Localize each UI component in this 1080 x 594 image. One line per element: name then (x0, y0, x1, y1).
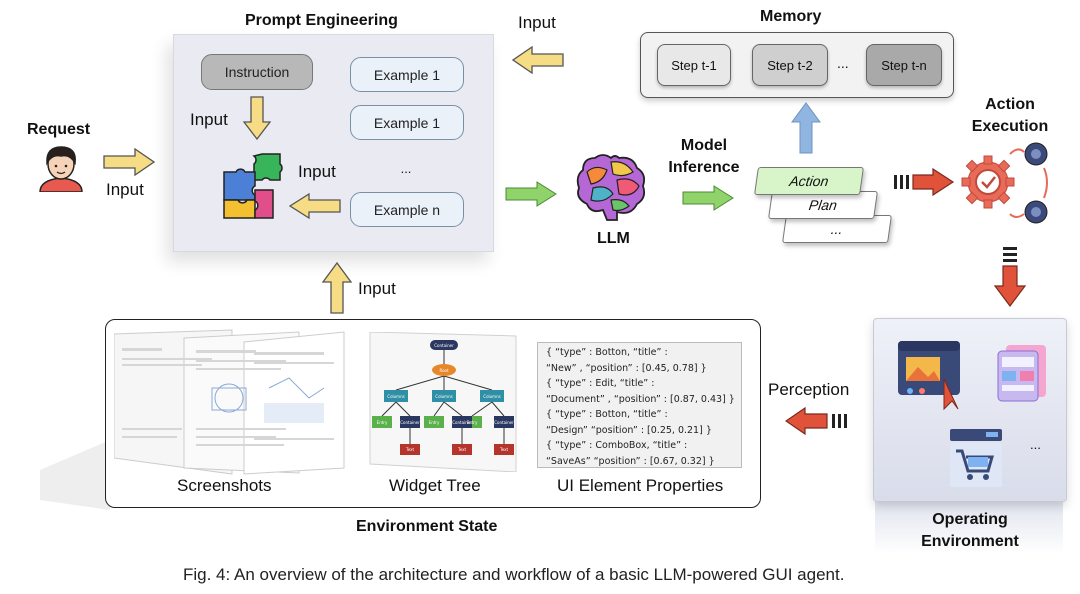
execution-to-os-arrow (993, 247, 1027, 307)
input-label-instruction: Input (190, 110, 228, 129)
input-down-arrow (243, 96, 271, 140)
env-input-label: Input (358, 279, 396, 298)
memory-ellipsis: ... (837, 55, 849, 71)
code-line-4: “Document” , “position” : [0.87, 0.43] } (546, 393, 735, 405)
action-execution-line2: Execution (971, 118, 1049, 135)
tree-node-entry-2: Entry (429, 420, 440, 425)
web-pages-icon (997, 345, 1046, 402)
request-input-label: Input (106, 180, 144, 199)
perception-arrow (785, 407, 847, 435)
code-line-5: { “type” : Botton, “title” : (546, 409, 668, 420)
perception-label: Perception (768, 380, 850, 399)
model-inference-label: Model Inference (662, 135, 746, 179)
llm-to-output-arrow (682, 185, 734, 211)
memory-input-arrow (512, 46, 564, 74)
operating-env-line2: Environment (921, 533, 1019, 550)
prompt-engineering-title: Prompt Engineering (245, 12, 398, 29)
ui-properties-card: { “type” : Botton, “title” : “New” , “po… (537, 342, 742, 468)
memory-step-n: Step t-n (866, 44, 942, 86)
tree-node-text-1: Text (405, 447, 415, 452)
example-box-1: Example 1 (350, 57, 464, 92)
widget-tree-diagram: Container Root Columns Columns Columns E… (369, 332, 517, 472)
screenshots-label: Screenshots (177, 476, 272, 495)
memory-step-1: Step t-1 (657, 44, 731, 86)
widget-tree-label: Widget Tree (389, 476, 481, 495)
puzzle-icon (223, 153, 283, 219)
tree-node-col-1: Columns (387, 394, 404, 399)
brain-icon (576, 154, 646, 221)
operating-env-base (875, 500, 1063, 554)
input-left-arrow (289, 193, 341, 219)
memory-step-2: Step t-2 (752, 44, 828, 86)
request-label: Request (27, 121, 91, 138)
tree-node-text-2: Text (457, 447, 467, 452)
example-box-n: Example n (350, 192, 464, 227)
memory-panel: Step t-1 Step t-2 ... Step t-n (640, 32, 954, 98)
tree-node-text-3: Text (499, 447, 509, 452)
tree-node-cont-2: Container (452, 420, 472, 425)
operating-env-ellipsis: ... (1030, 437, 1041, 452)
code-line-3: { “type” : Edit, “title” : (546, 378, 655, 389)
tree-node-col-3: Columns (483, 394, 500, 399)
tree-node-col-2: Columns (435, 394, 452, 399)
user-avatar-icon (39, 146, 83, 192)
tree-node-cont-1: Container (400, 420, 420, 425)
input-label-examples: Input (298, 162, 336, 181)
code-line-6: “Design” “position” : [0.25, 0.21] } (546, 424, 712, 436)
operating-env-label: Operating Environment (880, 509, 1060, 553)
code-line-7: { “type” : ComboBox, “title” : (546, 440, 688, 451)
code-line-8: “SaveAs” “position” : [0.67, 0.32] } (546, 455, 715, 467)
figure-caption: Fig. 4: An overview of the architecture … (183, 565, 845, 584)
example-box-2: Example 1 (350, 105, 464, 140)
output-card-action: Action (754, 167, 864, 195)
tree-node-root: Container (434, 343, 454, 348)
action-execution-line1: Action (985, 96, 1035, 113)
image-window-icon (898, 341, 960, 411)
model-inference-line1: Model (680, 137, 728, 154)
memory-title: Memory (760, 8, 822, 25)
memory-up-arrow (791, 102, 821, 154)
output-card-ellipsis: ... (782, 215, 892, 243)
memory-input-label: Input (518, 13, 556, 32)
output-to-execution-arrow (894, 168, 955, 196)
gears-icon (961, 142, 1048, 224)
screenshots-stack (114, 329, 345, 475)
operating-env-panel: ... (873, 318, 1067, 502)
llm-label: LLM (597, 230, 630, 247)
ui-properties-label: UI Element Properties (557, 476, 724, 495)
env-up-arrow (322, 262, 352, 314)
action-execution-label: Action Execution (955, 94, 1065, 138)
tree-node-entry-3: Entry (467, 420, 478, 425)
environment-state-title: Environment State (356, 518, 498, 535)
example-ellipsis: ... (400, 161, 412, 176)
request-input-arrow (103, 148, 155, 176)
tree-node-cont-3: Container (494, 420, 514, 425)
code-line-2: “New” , “position” : [0.45, 0.78] } (546, 362, 707, 374)
pe-to-llm-arrow (505, 181, 557, 207)
output-card-plan: Plan (768, 191, 878, 219)
shopping-cart-icon (950, 429, 1002, 487)
tree-node-entry-1: Entry (377, 420, 388, 425)
instruction-box: Instruction (201, 54, 313, 90)
env-shadow (40, 440, 110, 510)
tree-node-mid: Root (439, 368, 448, 373)
model-inference-line2: Inference (668, 159, 740, 176)
operating-env-line1: Operating (932, 511, 1008, 528)
code-line-1: { “type” : Botton, “title” : (546, 347, 668, 358)
